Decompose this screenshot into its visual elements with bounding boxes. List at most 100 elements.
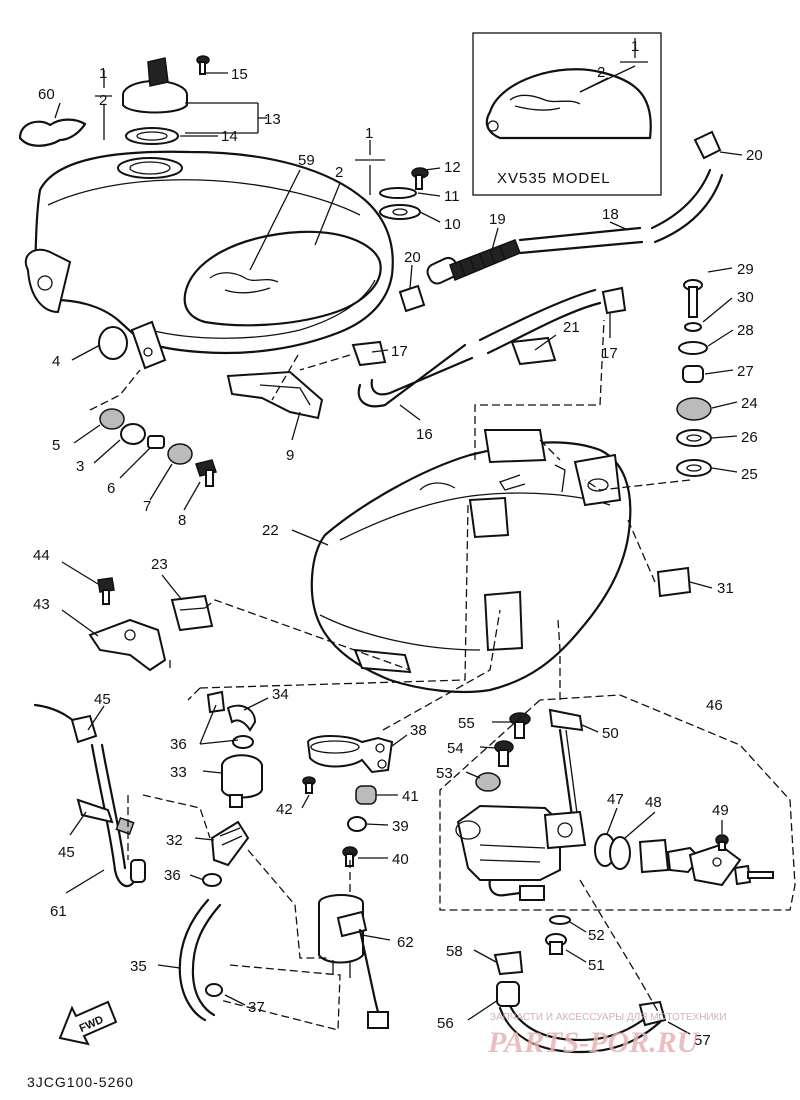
bracket-9 — [226, 370, 324, 420]
label-14: 14 — [221, 128, 238, 145]
label-17-left: 17 — [391, 343, 408, 360]
label-44: 44 — [33, 547, 50, 564]
label-19: 19 — [489, 211, 506, 228]
screw-49-lower — [733, 864, 774, 886]
bolt-54 — [494, 740, 514, 767]
clamp-45-top — [70, 714, 98, 744]
washer-30 — [684, 322, 702, 332]
clip-36-upper — [206, 690, 226, 714]
label-61: 61 — [50, 903, 67, 920]
bolt-12 — [411, 167, 429, 190]
clip-20-tank — [398, 284, 426, 313]
label-4: 4 — [52, 353, 60, 370]
bolt-42 — [302, 776, 316, 794]
label-15: 15 — [231, 66, 248, 83]
clip-31 — [656, 566, 692, 598]
emblem-60 — [18, 118, 87, 147]
bolt-55 — [509, 712, 531, 739]
label-9: 9 — [286, 447, 294, 464]
label-1-tank: 1 — [365, 125, 373, 142]
label-33: 33 — [170, 764, 187, 781]
label-24: 24 — [741, 395, 758, 412]
part-labels: 1 2 13 14 15 60 1 2 59 12 11 10 1 2 20 2… — [33, 38, 763, 1049]
washer-10 — [379, 204, 421, 220]
clip-45-lower — [76, 798, 114, 824]
label-16: 16 — [416, 426, 433, 443]
inset-tank-emblem-panel — [485, 68, 652, 140]
washer-11 — [379, 187, 417, 199]
clip-17-right — [601, 286, 627, 315]
label-46: 46 — [706, 697, 723, 714]
fuel-cap-key — [147, 57, 169, 87]
damper-33 — [221, 754, 263, 799]
label-50: 50 — [602, 725, 619, 742]
label-26: 26 — [741, 429, 758, 446]
label-2-cap: 2 — [99, 92, 107, 109]
label-21: 21 — [563, 319, 580, 336]
label-47: 47 — [607, 791, 624, 808]
washer-52 — [549, 915, 571, 925]
label-34: 34 — [272, 686, 289, 703]
label-29: 29 — [737, 261, 754, 278]
label-48: 48 — [645, 794, 662, 811]
damper-4 — [98, 326, 128, 360]
label-57: 57 — [694, 1032, 711, 1049]
damper-25 — [676, 459, 712, 477]
label-20-tank: 20 — [404, 249, 421, 266]
damper-26 — [676, 429, 712, 447]
inset-model-label: XV535 MODEL — [497, 170, 611, 187]
label-10: 10 — [444, 216, 461, 233]
label-5: 5 — [52, 437, 60, 454]
label-18: 18 — [602, 206, 619, 223]
fuel-cock-body — [455, 804, 587, 901]
xv535-model-inset: XV535 MODEL — [472, 32, 662, 196]
label-39: 39 — [392, 818, 409, 835]
bolt-51 — [545, 933, 567, 955]
watermark: ЗАПЧАСТИ И АКСЕССУАРЫ ДЛЯ МОТОТЕХНИКИ PA… — [487, 1012, 727, 1059]
label-45-lower: 45 — [58, 844, 75, 861]
tank-emblem-panel — [183, 230, 382, 327]
drawing-code: 3JCG100-5260 — [27, 1074, 134, 1090]
washer-28 — [678, 341, 708, 355]
label-60: 60 — [38, 86, 55, 103]
screw-49 — [715, 834, 729, 851]
fuel-tank-22-body — [310, 441, 632, 694]
hose-35 — [178, 898, 222, 1022]
label-41: 41 — [402, 788, 419, 805]
label-11: 11 — [444, 188, 460, 205]
bracket-43 — [88, 618, 167, 672]
collar-39 — [347, 816, 367, 832]
damper-41 — [355, 785, 377, 805]
washer-7 — [167, 443, 193, 465]
label-54: 54 — [447, 740, 464, 757]
clip-37 — [205, 983, 223, 997]
bolt-8 — [195, 459, 217, 487]
label-35: 35 — [130, 958, 147, 975]
label-7: 7 — [143, 498, 151, 515]
breather-hose-19 — [426, 239, 521, 285]
damper-3 — [120, 423, 146, 445]
hose-56 — [498, 1004, 662, 1054]
collar-27 — [682, 365, 704, 383]
label-20-top: 20 — [746, 147, 763, 164]
label-52: 52 — [588, 927, 605, 944]
label-55: 55 — [458, 715, 475, 732]
fuel-tank-22 — [310, 429, 632, 694]
label-36-upper: 36 — [170, 736, 187, 753]
label-58: 58 — [446, 943, 463, 960]
label-43: 43 — [33, 596, 50, 613]
fuel-tank — [24, 150, 394, 370]
bolt-29 — [683, 279, 703, 318]
label-8: 8 — [178, 512, 186, 529]
clip-36-lower — [202, 873, 222, 887]
inset-frame — [472, 32, 662, 196]
label-3: 3 — [76, 458, 84, 475]
hose-18 — [518, 226, 644, 255]
bolt-44 — [97, 577, 115, 605]
label-45-top: 45 — [94, 691, 111, 708]
label-13: 13 — [264, 111, 281, 128]
label-38: 38 — [410, 722, 427, 739]
label-1-inset: 1 — [631, 38, 639, 55]
watermark-line2: PARTS-POR.RU — [487, 1026, 700, 1059]
